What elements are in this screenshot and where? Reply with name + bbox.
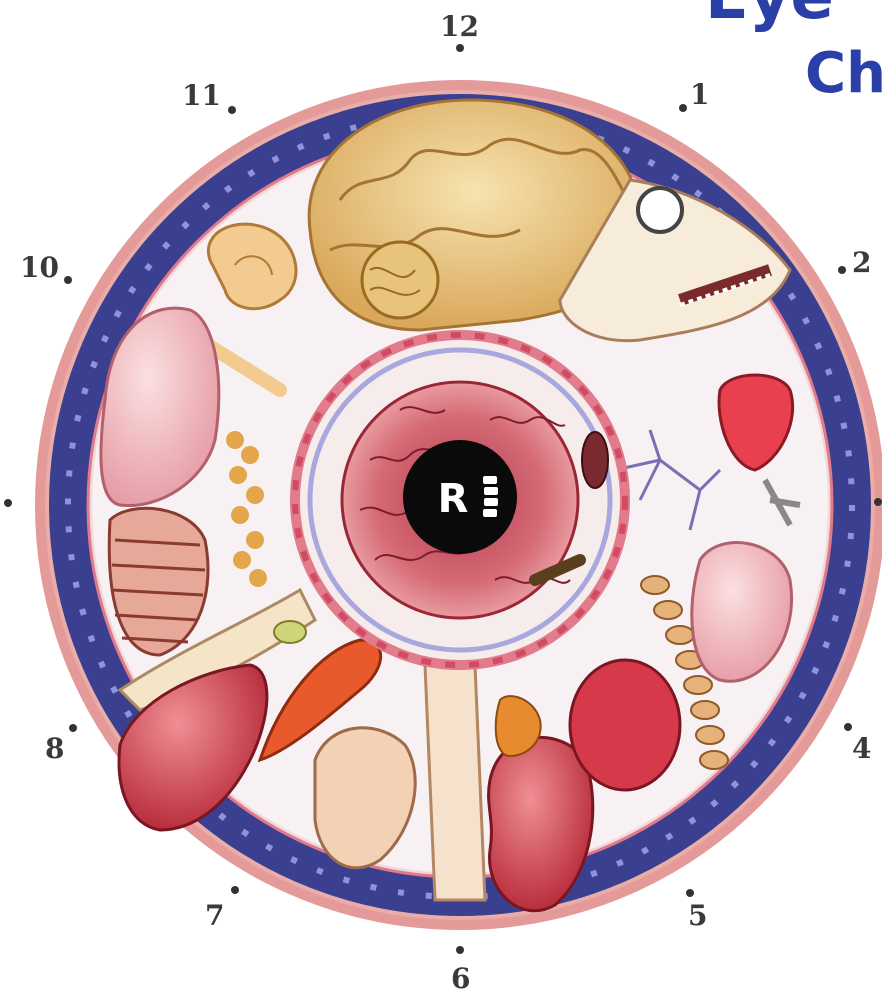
clock-marker-9 [4, 499, 12, 507]
clock-marker-5 [686, 889, 694, 897]
clock-marker-12 [456, 44, 464, 52]
chart-title-line-1: Eye [705, 0, 834, 34]
clock-marker-8 [69, 724, 77, 732]
clock-label-8: 8 [45, 732, 64, 765]
leg-illustration [425, 665, 485, 900]
clock-marker-1 [679, 104, 687, 112]
clock-marker-4 [844, 723, 852, 731]
clock-marker-7 [231, 886, 239, 894]
clock-label-10: 10 [20, 251, 59, 284]
eye-in-face [638, 188, 682, 232]
bladder-illustration [570, 660, 680, 790]
clock-marker-6 [456, 946, 464, 954]
chart-title-line-2: Ch [805, 41, 882, 106]
clock-label-6: 6 [451, 962, 470, 993]
clock-marker-11 [228, 106, 236, 114]
clock-label-1: 1 [690, 78, 709, 111]
clock-label-7: 7 [205, 899, 224, 932]
clock-label-2: 2 [852, 246, 871, 279]
gallbladder-illustration [274, 621, 306, 643]
eye-side-label: R [438, 476, 469, 522]
clock-marker-2 [838, 266, 846, 274]
clock-label-5: 5 [688, 899, 707, 932]
clock-marker-3 [874, 498, 882, 506]
clock-marker-10 [64, 276, 72, 284]
clock-label-4: 4 [852, 732, 871, 765]
clock-label-12: 12 [440, 10, 479, 43]
cerebellum [362, 242, 438, 318]
clock-label-11: 11 [182, 79, 221, 112]
appendix-illustration [582, 432, 608, 488]
